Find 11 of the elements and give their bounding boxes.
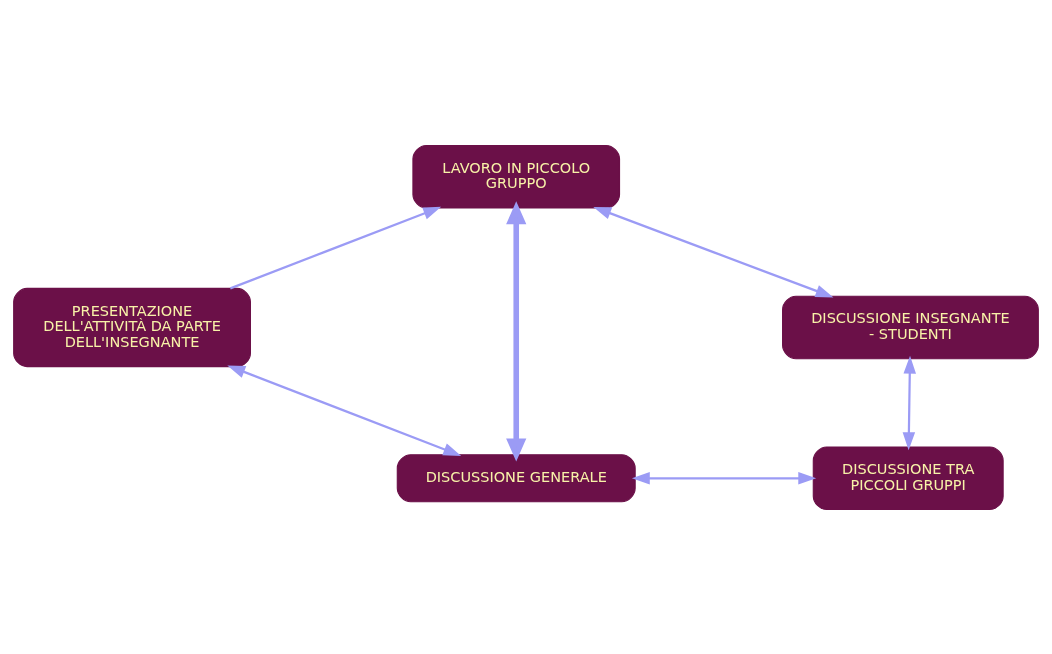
node-box: LAVORO IN PICCOLO GRUPPO	[412, 144, 621, 209]
node-box: DISCUSSIONE INSEGNANTE - STUDENTI	[782, 295, 1039, 359]
arrow	[506, 200, 527, 462]
arrow	[593, 206, 834, 297]
node-box: PRESENTAZIONE DELL'ATTIVITÀ DA PARTE DELL'INSEGNANTE	[13, 287, 251, 367]
arrow	[227, 364, 462, 456]
arrow	[631, 471, 817, 485]
node-box: DISCUSSIONE TRA PICCOLI GRUPPI	[812, 445, 1004, 510]
node-box: DISCUSSIONE GENERALE	[396, 453, 636, 502]
arrow	[229, 206, 442, 289]
arrow	[902, 355, 917, 450]
